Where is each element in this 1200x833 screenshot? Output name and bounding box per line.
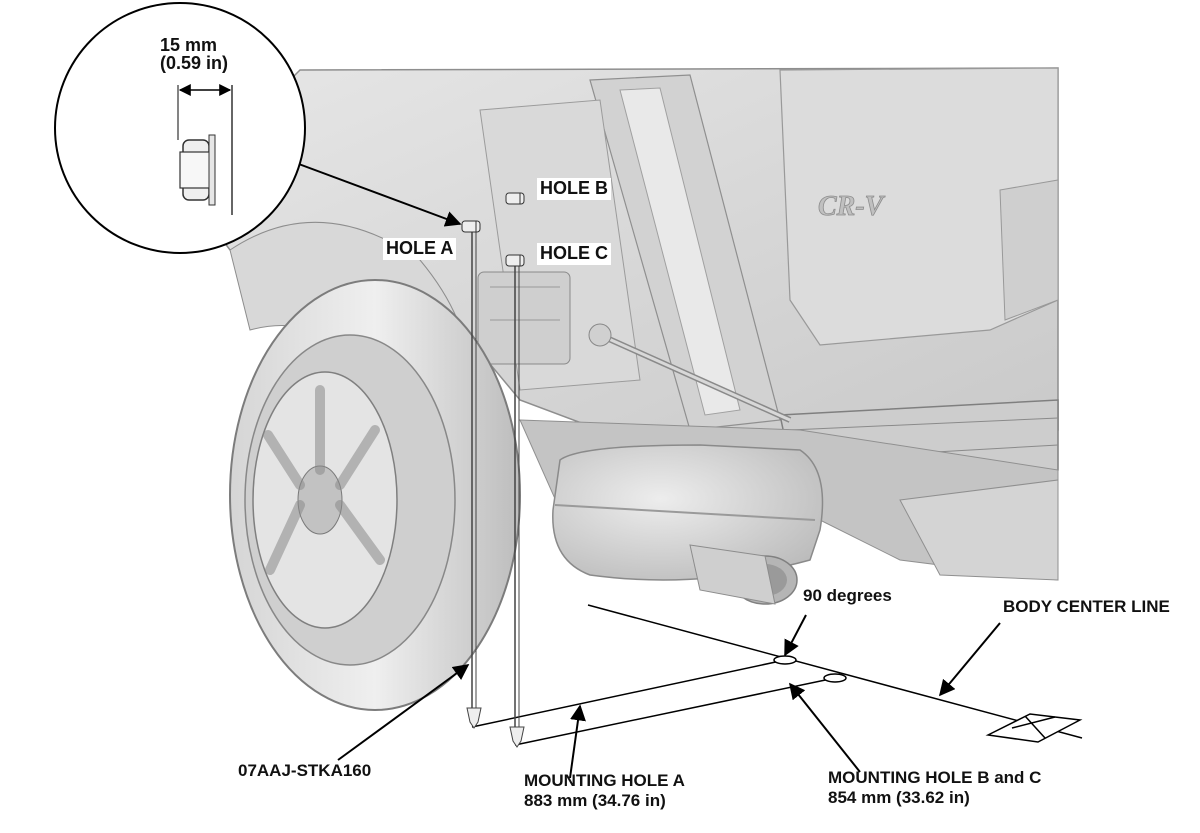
- ground-reference-lines: [471, 604, 1083, 746]
- leader-arrows: [337, 614, 1001, 779]
- plumb-bob-a: [466, 707, 482, 729]
- mounting-hole-bc-title: MOUNTING HOLE B and C: [828, 768, 1042, 787]
- plumb-lines: [461, 192, 525, 748]
- center-line-leader: [938, 622, 1001, 697]
- angle-leader: [784, 614, 807, 657]
- center-line-label: BODY CENTER LINE: [1003, 597, 1170, 616]
- bolt-detail-callout: [54, 2, 462, 254]
- tool-part-number: 07AAJ-STKA160: [238, 761, 372, 780]
- mounting-hole-bc-distance: 854 mm (33.62 in): [828, 788, 970, 807]
- tool-leader: [337, 664, 470, 761]
- body-center-line: [587, 604, 1083, 739]
- rear-wheel: [229, 221, 521, 711]
- dimension-in-label: (0.59 in): [160, 53, 229, 73]
- hole-c-label: HOLE C: [537, 243, 612, 265]
- angle-label: 90 degrees: [803, 586, 892, 605]
- mounting-hole-a-distance: 883 mm (34.76 in): [524, 791, 666, 810]
- plumb-bob-bc: [509, 726, 525, 748]
- muffler: [552, 444, 824, 605]
- bolt-hole-c: [505, 254, 525, 267]
- vehicle-badge: CR-V: [818, 191, 886, 222]
- bolt-hole-a: [461, 220, 481, 233]
- center-marker: [985, 713, 1083, 743]
- mounting-line-bc: [514, 677, 836, 746]
- hole-b-label: HOLE B: [537, 178, 612, 200]
- hole-a-label: HOLE A: [383, 238, 457, 260]
- hole-a-leader: [569, 704, 586, 779]
- dimension-mm-label: 15 mm: [160, 35, 218, 55]
- bolt-hole-b: [505, 192, 525, 205]
- mounting-line-a: [471, 659, 786, 728]
- mounting-hole-a-title: MOUNTING HOLE A: [524, 771, 685, 790]
- hole-bc-leader: [789, 682, 861, 773]
